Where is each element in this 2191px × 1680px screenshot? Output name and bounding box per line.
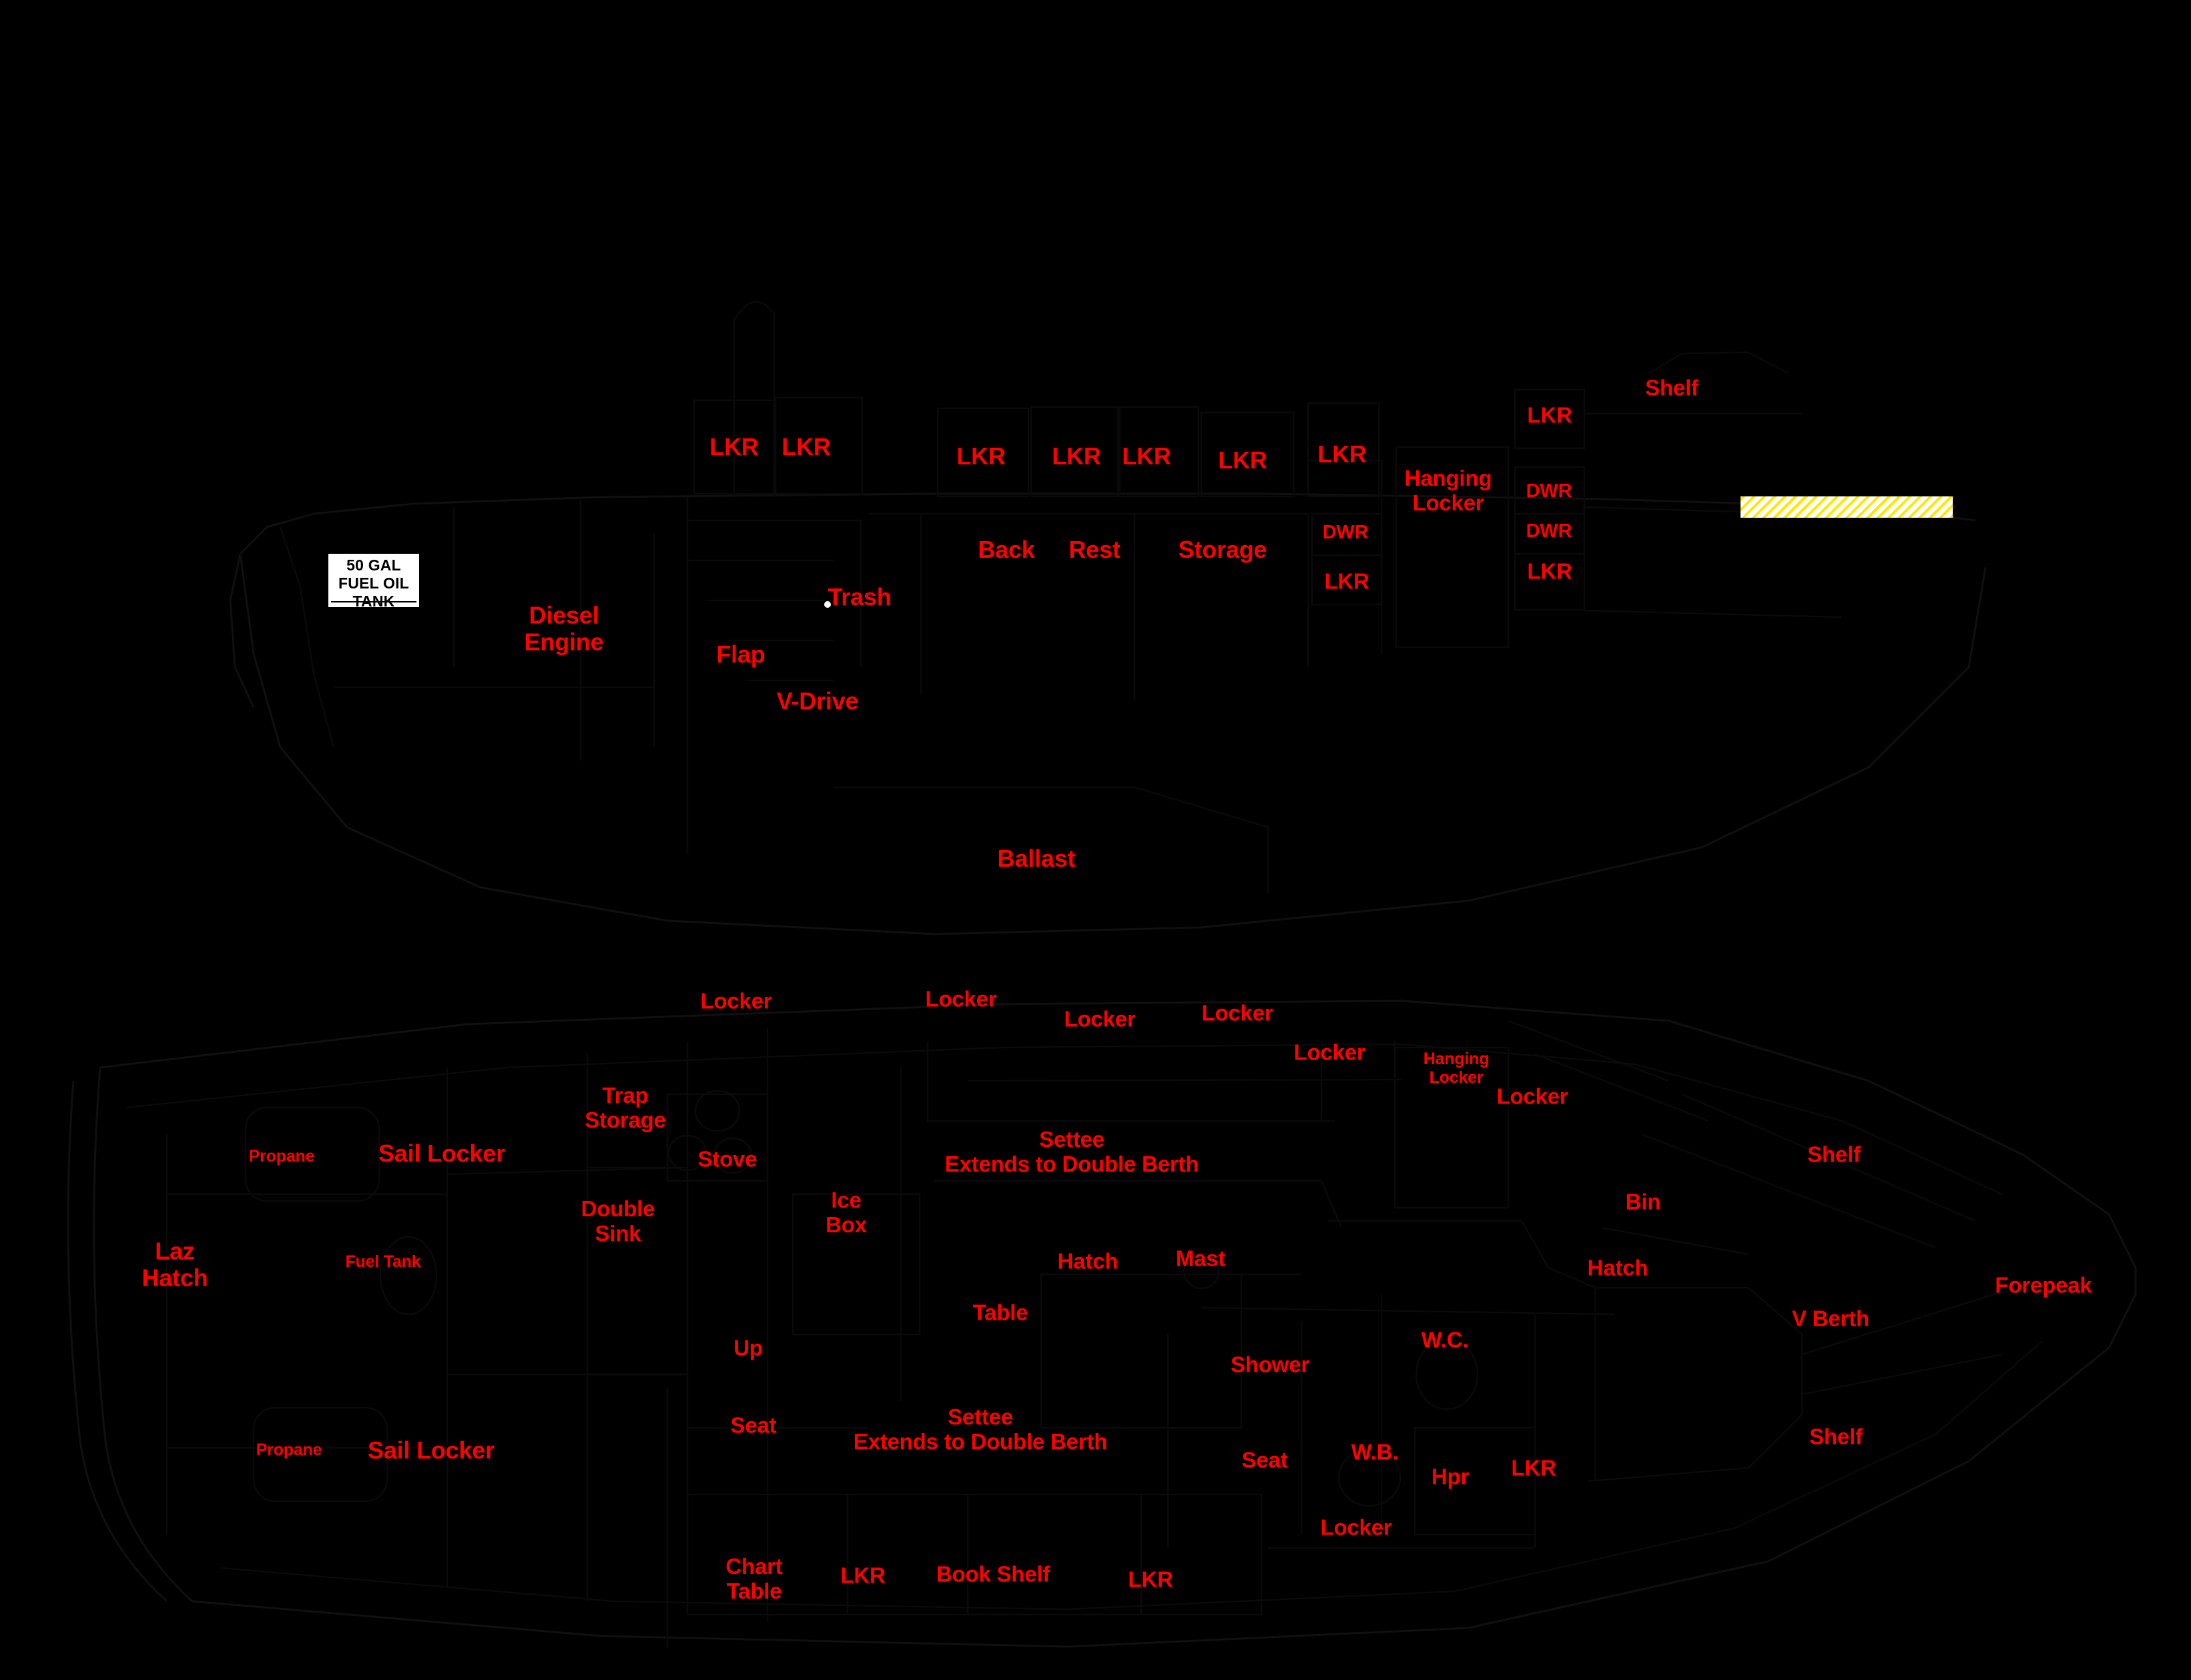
- fuel-tank-line-2: FUEL OIL: [338, 574, 409, 592]
- profile-label-flap: Flap: [716, 640, 765, 668]
- plan-label-up: Up: [733, 1335, 763, 1360]
- plan-label-sail-locker: Sail Locker: [368, 1436, 495, 1464]
- plan-label-w-b: W.B.: [1351, 1439, 1399, 1464]
- plan-label-stove: Stove: [697, 1146, 757, 1172]
- profile-label-lkr: LKR: [1218, 446, 1267, 474]
- plan-label-shelf: Shelf: [1809, 1424, 1863, 1449]
- profile-label-dwr: DWR: [1526, 480, 1572, 502]
- profile-label-v-drive: V-Drive: [776, 687, 859, 715]
- plan-label-seat: Seat: [730, 1412, 777, 1438]
- plan-label-hatch: Hatch: [1587, 1255, 1648, 1280]
- plan-label-bin: Bin: [1625, 1189, 1661, 1214]
- plan-label-locker: Locker: [925, 986, 997, 1011]
- plan-label-propane: Propane: [248, 1147, 315, 1166]
- profile-label-lkr: LKR: [709, 432, 759, 460]
- profile-label-back: Back: [978, 535, 1035, 563]
- plan-label-hpr: Hpr: [1431, 1464, 1470, 1489]
- profile-label-diesel-engine: Diesel Engine: [524, 601, 604, 656]
- plan-label-seat: Seat: [1241, 1447, 1288, 1473]
- plan-label-double-sink: Double Sink: [581, 1196, 655, 1246]
- profile-label-hanging-locker: Hanging Locker: [1404, 466, 1492, 515]
- profile-label-lkr: LKR: [956, 442, 1006, 470]
- plan-label-hanging-locker: Hanging Locker: [1423, 1049, 1490, 1087]
- fuel-tank-underline: [331, 601, 416, 602]
- plan-label-forepeak: Forepeak: [1995, 1272, 2092, 1298]
- plan-label-table: Table: [972, 1300, 1028, 1325]
- profile-label-lkr: LKR: [1122, 442, 1171, 470]
- plan-label-locker: Locker: [1320, 1515, 1392, 1540]
- plan-label-laz-hatch: Laz Hatch: [141, 1237, 208, 1292]
- plan-label-locker: Locker: [1293, 1039, 1365, 1065]
- plan-label-mast: Mast: [1175, 1246, 1226, 1271]
- profile-label-lkr: LKR: [1527, 558, 1572, 584]
- profile-label-shelf: Shelf: [1645, 375, 1698, 400]
- profile-label-lkr: LKR: [1052, 442, 1101, 470]
- plan-label-lkr: LKR: [1511, 1455, 1556, 1481]
- plan-label-locker: Locker: [1496, 1084, 1568, 1109]
- profile-label-trash: Trash: [828, 582, 892, 610]
- hatched-rectangle: [1741, 496, 1953, 518]
- plan-label-v-berth: V Berth: [1792, 1306, 1869, 1331]
- profile-label-dwr: DWR: [1526, 520, 1572, 542]
- plan-label-settee-extends-to-double-berth: Settee Extends to Double Berth: [853, 1404, 1108, 1454]
- plan-label-locker: Locker: [1064, 1006, 1136, 1031]
- profile-label-lkr: LKR: [1527, 402, 1572, 428]
- profile-label-dwr: DWR: [1322, 521, 1369, 543]
- profile-label-lkr: LKR: [1324, 568, 1369, 594]
- plan-label-lkr: LKR: [1128, 1567, 1173, 1592]
- profile-label-ballast: Ballast: [997, 844, 1076, 872]
- plan-label-lkr: LKR: [840, 1563, 886, 1588]
- plan-label-chart-table: Chart Table: [725, 1554, 783, 1603]
- plan-label-propane: Propane: [256, 1440, 322, 1459]
- profile-label-rest: Rest: [1068, 535, 1121, 563]
- plan-label-shower: Shower: [1231, 1352, 1309, 1377]
- profile-label-lkr: LKR: [781, 432, 831, 460]
- plan-label-ice-box: Ice Box: [826, 1188, 867, 1237]
- fuel-tank-callout: 50 GAL FUEL OIL TANK: [328, 554, 419, 610]
- fuel-tank-line-1: 50 GAL: [346, 556, 401, 574]
- plan-label-book-shelf: Book Shelf: [936, 1561, 1050, 1587]
- plan-label-w-c: W.C.: [1421, 1327, 1469, 1352]
- plan-label-fuel-tank: Fuel Tank: [345, 1252, 421, 1271]
- plan-label-locker: Locker: [1201, 1000, 1273, 1025]
- plan-label-shelf: Shelf: [1807, 1142, 1861, 1167]
- plan-label-hatch: Hatch: [1057, 1248, 1119, 1274]
- profile-label-lkr: LKR: [1317, 440, 1367, 468]
- plan-label-locker: Locker: [700, 988, 772, 1013]
- profile-label-storage: Storage: [1178, 535, 1267, 563]
- plan-label-trap-storage: Trap Storage: [585, 1083, 666, 1132]
- plan-label-sail-locker: Sail Locker: [378, 1139, 505, 1167]
- trash-point-marker: [824, 601, 831, 608]
- plan-label-settee-extends-to-double-berth: Settee Extends to Double Berth: [944, 1127, 1199, 1176]
